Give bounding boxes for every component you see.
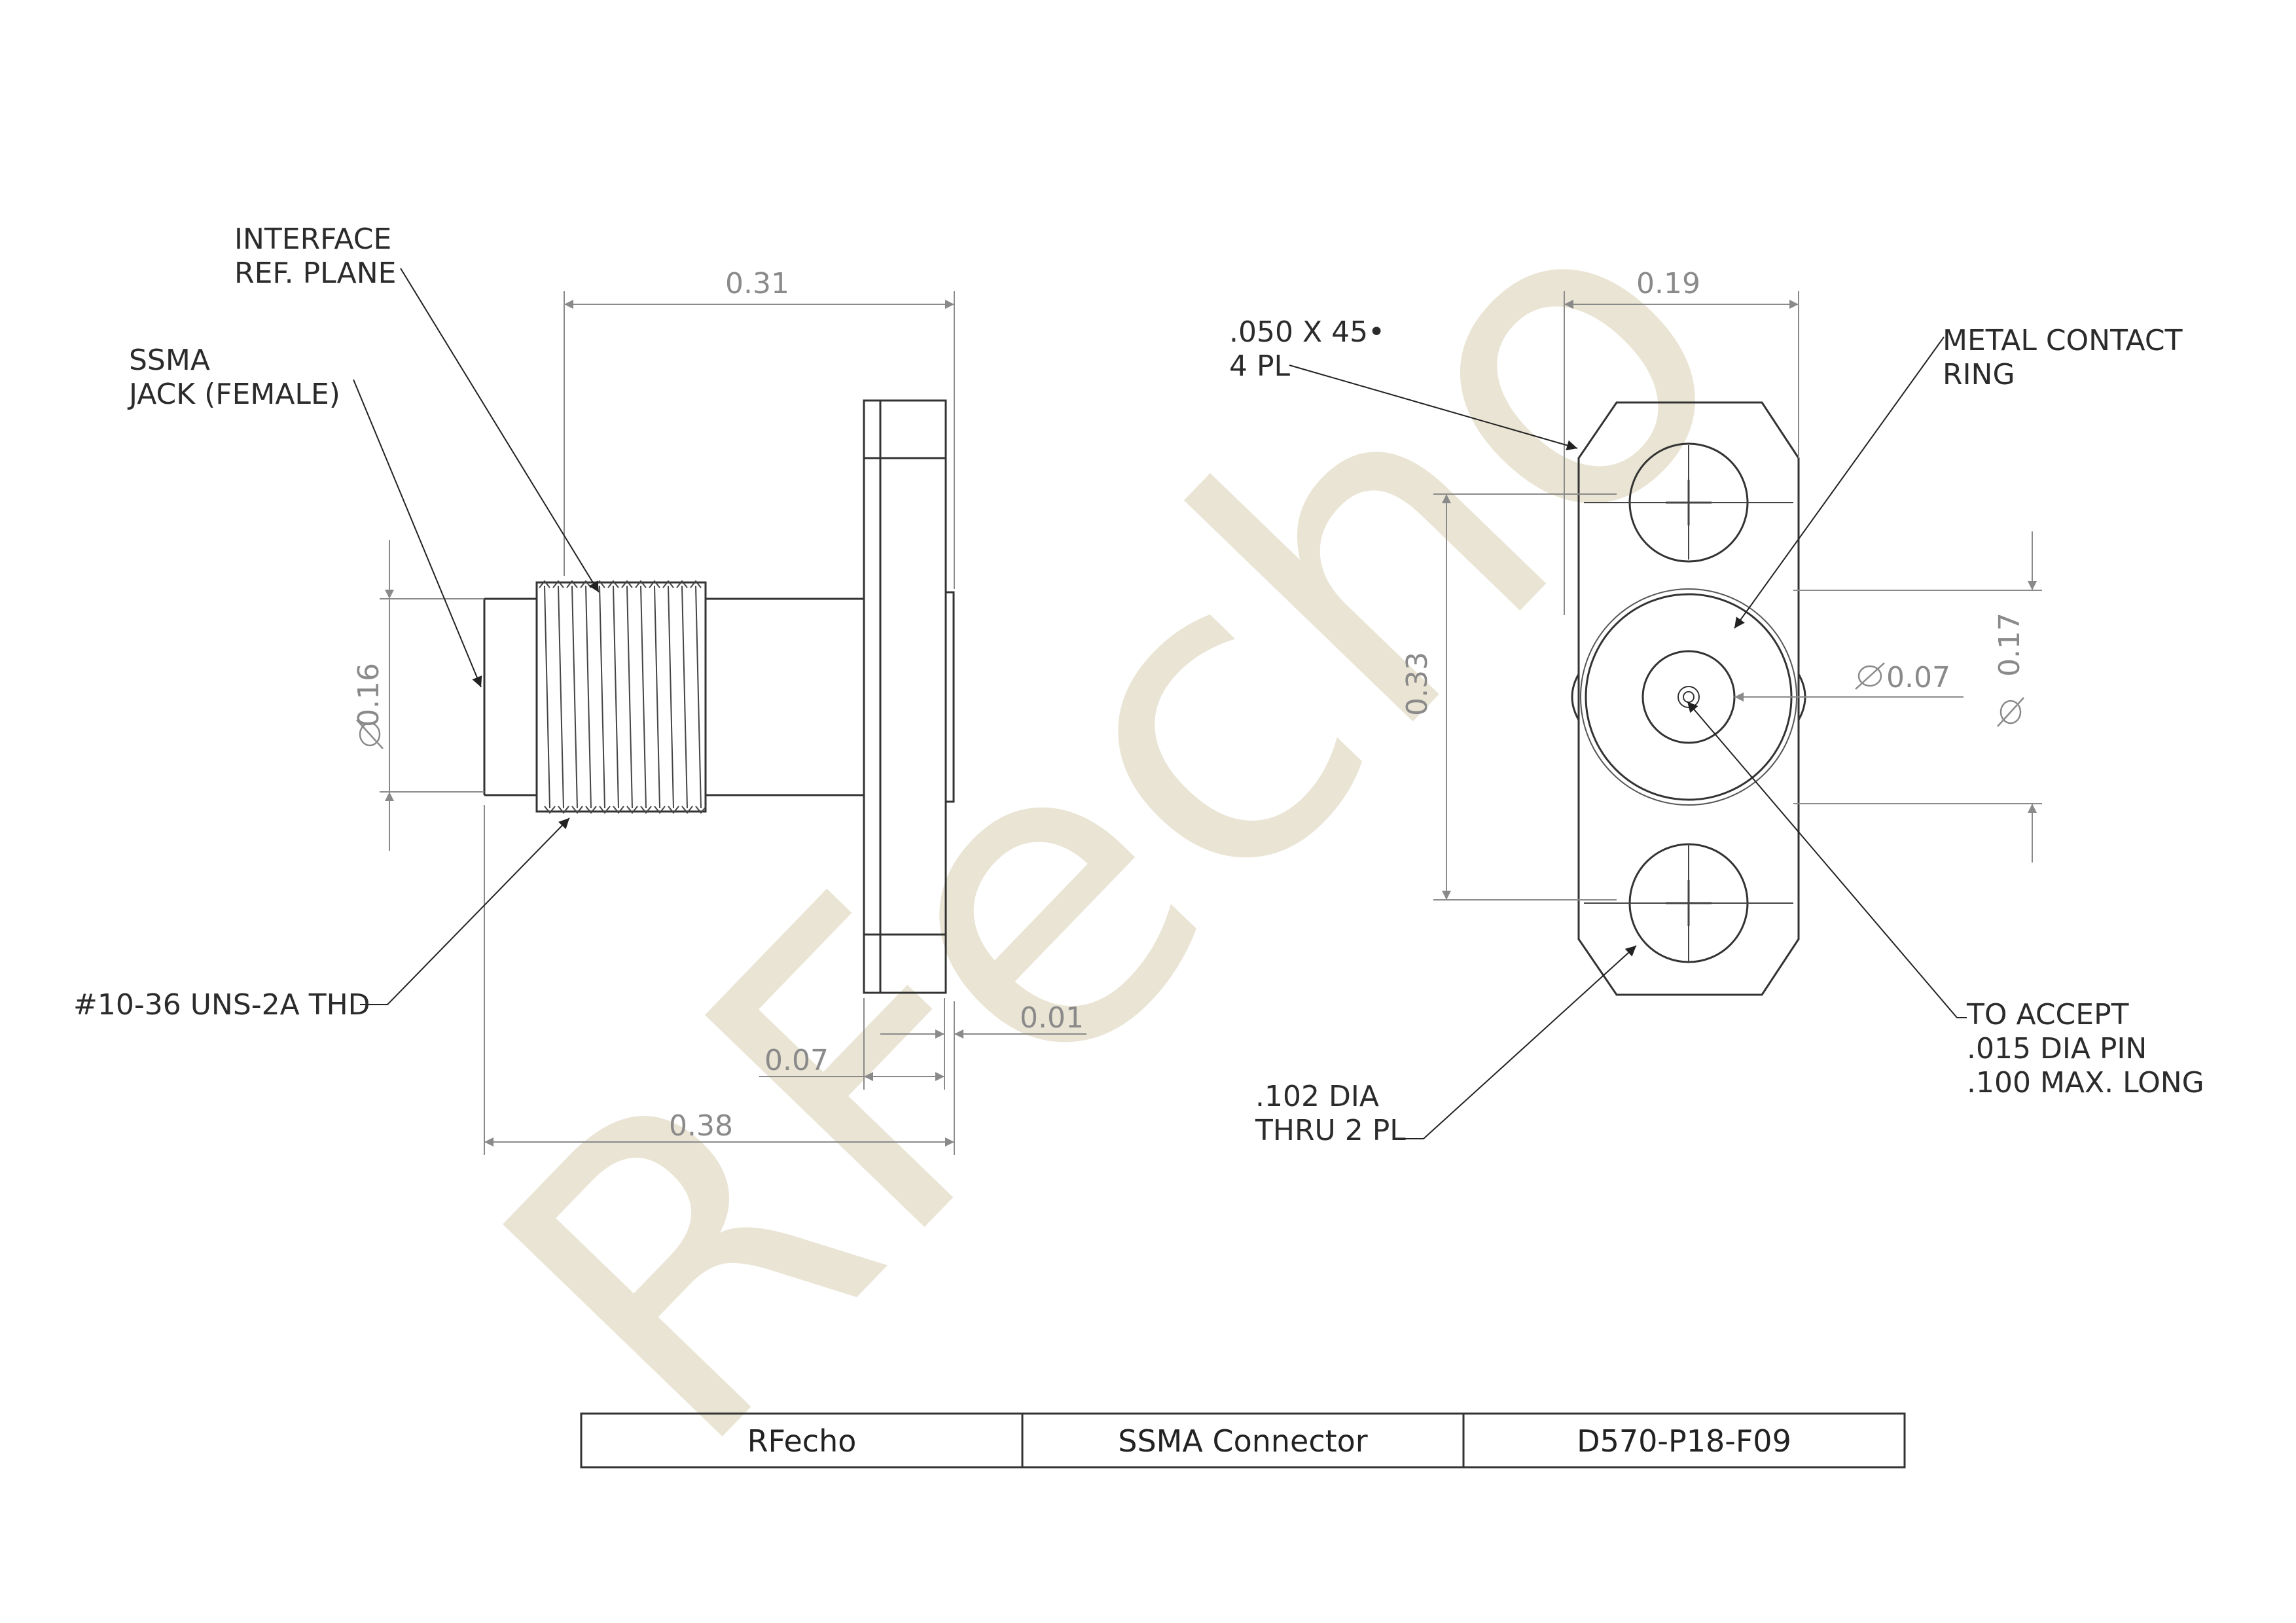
front-view-leaders bbox=[1289, 336, 1967, 1139]
hole-dia-label-line2: THRU 2 PL bbox=[1255, 1114, 1406, 1147]
ssma-jack-label-line2: JACK (FEMALE) bbox=[127, 378, 340, 411]
thread-crest-bottom bbox=[681, 806, 693, 814]
thread-crest-bottom bbox=[654, 806, 666, 814]
thread-crest-top bbox=[676, 580, 688, 588]
thread-crest-top bbox=[552, 580, 564, 588]
pin-accept-label-line3: .100 MAX. LONG bbox=[1967, 1066, 2204, 1099]
dim-hole-spacing-033: 0.33 bbox=[1401, 652, 1434, 716]
metal-contact-ring-label-line2: RING bbox=[1943, 358, 2015, 391]
thread-crest-top bbox=[539, 580, 550, 588]
dim-pin-diameter-007: 0.07 bbox=[1886, 661, 1950, 694]
diameter-symbol-ring bbox=[1997, 697, 2024, 727]
pin-accept-label-line2: .015 DIA PIN bbox=[1967, 1032, 2147, 1065]
front-view-dimensions bbox=[1433, 291, 2042, 901]
thread-crest-bottom bbox=[599, 806, 611, 814]
thread-ridge bbox=[599, 585, 605, 809]
thread-crest-bottom bbox=[668, 806, 679, 814]
thread-crest-bottom bbox=[626, 806, 638, 814]
thread-crest-bottom bbox=[613, 806, 624, 814]
thread-crest-top bbox=[621, 580, 633, 588]
ssma-jack-label-line1: SSMA bbox=[129, 344, 210, 377]
thread-spec-label: #10-36 UNS-2A THD bbox=[73, 988, 370, 1022]
title-block bbox=[580, 1412, 1906, 1469]
thread-crest-top bbox=[662, 580, 674, 588]
thread-ridge bbox=[626, 585, 633, 809]
thread-crest-bottom bbox=[695, 806, 707, 814]
thread-ridge bbox=[544, 585, 550, 809]
title-block-description: SSMA Connector bbox=[1118, 1423, 1368, 1459]
dim-gap-001: 0.01 bbox=[1020, 1001, 1084, 1035]
metal-contact-ring-label-line1: METAL CONTACT bbox=[1943, 324, 2183, 357]
thread-crest-bottom bbox=[640, 806, 652, 814]
side-view-dimensions bbox=[380, 291, 1086, 1155]
thread-crest-top bbox=[607, 580, 619, 588]
thread-ridge bbox=[681, 585, 688, 809]
thread-crest-bottom bbox=[544, 806, 556, 814]
thread-ridge bbox=[640, 585, 647, 809]
hole-dia-label-line1: .102 DIA bbox=[1255, 1080, 1379, 1113]
front-view-centerlines bbox=[1584, 445, 1793, 962]
thread-crest-top bbox=[566, 580, 578, 588]
side-view-leaders bbox=[353, 268, 600, 1005]
interface-ref-plane-label-line1: INTERFACE bbox=[234, 223, 391, 256]
dim-length-031: 0.31 bbox=[725, 267, 789, 300]
interface-ref-plane-label-line2: REF. PLANE bbox=[234, 257, 396, 290]
thread-crest-bottom bbox=[558, 806, 569, 814]
watermark-logo: RFecho bbox=[414, 103, 1820, 1535]
thread-ridge bbox=[613, 585, 619, 809]
dim-flange-007: 0.07 bbox=[764, 1044, 829, 1077]
diameter-symbol-pin bbox=[1855, 662, 1885, 690]
thread-crest-top bbox=[649, 580, 660, 588]
thread-ridge bbox=[585, 585, 592, 809]
title-block-part-number: D570-P18-F09 bbox=[1577, 1423, 1791, 1459]
dim-ring-diameter-017: 0.17 bbox=[1993, 613, 2026, 677]
thread-ridge bbox=[558, 585, 564, 809]
thread-ridge bbox=[695, 585, 702, 809]
thread-ridge bbox=[654, 585, 660, 809]
diameter-symbol-side bbox=[356, 719, 384, 749]
chamfer-label-line2: 4 PL bbox=[1229, 349, 1291, 383]
chamfer-label-line1: .050 X 45• bbox=[1229, 315, 1385, 349]
thread-ridge bbox=[668, 585, 674, 809]
thread-lines bbox=[539, 580, 707, 814]
dim-width-019: 0.19 bbox=[1636, 267, 1700, 300]
thread-ridge bbox=[571, 585, 578, 809]
side-view bbox=[483, 399, 955, 994]
thread-crest-top bbox=[635, 580, 647, 588]
dim-overall-038: 0.38 bbox=[669, 1109, 733, 1143]
thread-crest-bottom bbox=[585, 806, 597, 814]
thread-crest-top bbox=[690, 580, 702, 588]
thread-crest-bottom bbox=[571, 806, 583, 814]
pin-accept-label-line1: TO ACCEPT bbox=[1966, 998, 2129, 1031]
title-block-company: RFecho bbox=[747, 1423, 857, 1459]
dim-diameter-016: 0.16 bbox=[352, 663, 386, 727]
